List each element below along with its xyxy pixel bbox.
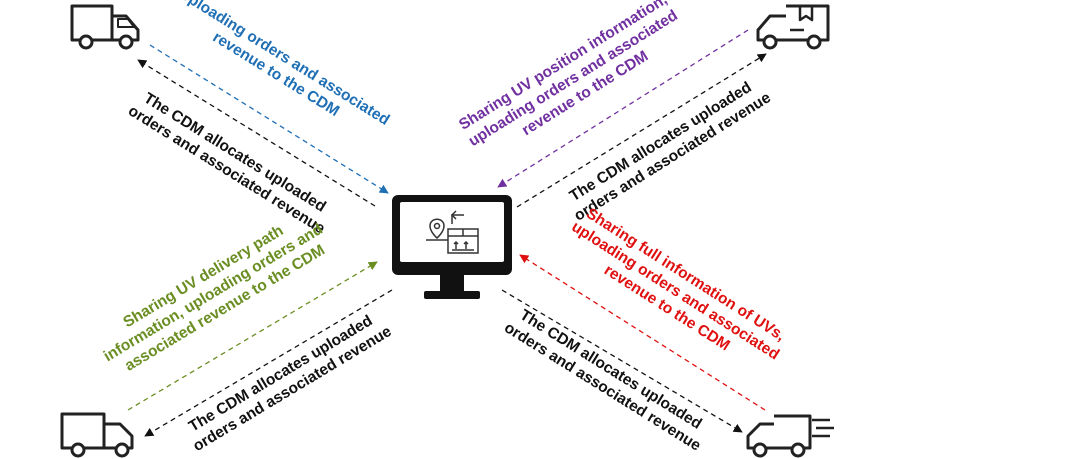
- location-pin-icon: [426, 218, 448, 241]
- fast-delivery-truck-icon: [746, 414, 834, 458]
- arrow-upload-top-left: [149, 44, 389, 194]
- arrow-upload-bottom-right: [519, 254, 766, 411]
- arrow-allocate-bottom-left: [144, 289, 393, 437]
- arrow-allocate-top-right: [516, 53, 767, 208]
- label-allocate-top-left: The CDM allocates uploaded orders and as…: [125, 86, 338, 237]
- package-box-icon: [447, 228, 479, 254]
- delivery-van-icon: [70, 4, 140, 50]
- return-arrow-icon: [450, 210, 464, 224]
- arrow-upload-top-right: [497, 29, 749, 188]
- arrow-allocate-top-left: [137, 59, 376, 207]
- delivery-truck-icon: [60, 412, 134, 458]
- arrow-allocate-bottom-right: [501, 289, 743, 433]
- computer-monitor-icon: [392, 195, 512, 299]
- label-allocate-bottom-left: The CDM allocates uploaded orders and as…: [180, 306, 395, 455]
- parcel-van-icon: [756, 4, 830, 50]
- arrow-upload-bottom-left: [127, 261, 378, 411]
